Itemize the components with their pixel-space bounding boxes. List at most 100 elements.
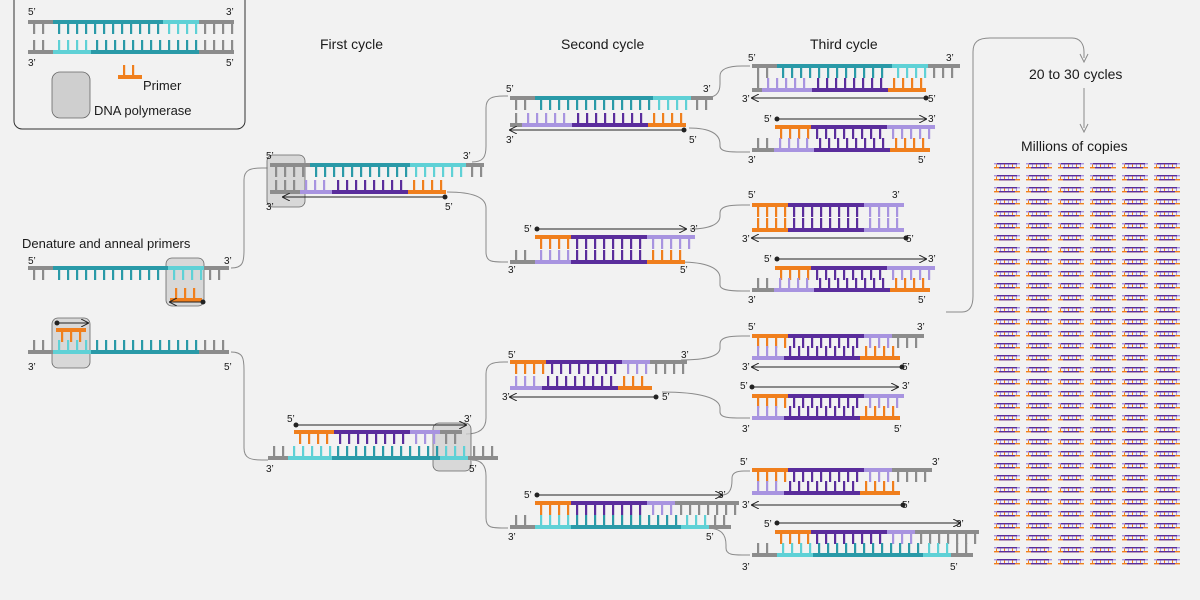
mini-copy-tooth [1080,248,1081,251]
strand-tooth [209,270,212,280]
mini-copy-tooth [1176,224,1177,227]
mini-copy-strand [1029,535,1049,537]
mini-copy [994,295,1020,301]
mini-copy-tooth [1100,440,1101,443]
mini-copy-tooth [1080,320,1081,323]
mini-copy-tooth [1072,368,1073,371]
mini-copy-tooth [1132,344,1133,347]
mini-copy-tooth [1072,440,1073,443]
strand-tooth [852,406,855,416]
mini-copy-strand [1061,535,1081,537]
mini-copy-tooth [1008,440,1009,443]
mini-copy-tooth [1100,212,1101,215]
strand-segment [951,553,973,557]
strand-tooth [640,113,643,123]
strand-tooth [705,100,708,110]
mini-copy-tooth [1144,176,1145,179]
mini-copy-strand [1127,395,1143,397]
mini-copy-tooth [1032,380,1033,383]
mini-copy [1090,403,1116,409]
mini-copy [1154,295,1180,301]
strand-tooth [834,481,837,491]
strand-tooth [121,24,124,34]
flow-connector [230,351,268,461]
mini-copy-strand [1031,407,1047,409]
mini-copy-tooth [1016,368,1017,371]
strand-end-label: 5’ [224,362,232,373]
mini-copy-tooth [1108,548,1109,551]
mini-copy-tooth [1044,344,1045,347]
mini-copy-tooth [996,548,997,551]
mini-copy-strand [1063,515,1079,517]
dna-strand [752,138,930,152]
mini-copy-tooth [1028,308,1029,311]
strand-tooth [132,40,135,50]
strand-tooth [182,270,185,280]
mini-copy-tooth [1104,416,1105,419]
strand-tooth [342,167,345,177]
strand-tooth [725,505,728,515]
mini-copy-strand [1127,383,1143,385]
mini-copy [1122,199,1148,205]
strand-segment [28,50,53,54]
strand-tooth [551,364,554,374]
mini-copy-tooth [1068,368,1069,371]
mini-copy [1058,379,1084,385]
strand-segment [775,266,811,270]
mini-copy-strand [1125,427,1145,429]
strand-segment [618,386,652,390]
mini-copy-tooth [1168,464,1169,467]
mini-copy-strand [1157,247,1177,249]
mini-copy-tooth [1048,560,1049,563]
strand-tooth [76,40,79,50]
mini-copy-strand [999,455,1015,457]
mini-copy-strand [999,179,1015,181]
mini-copy-tooth [1008,368,1009,371]
strand-tooth [820,472,823,482]
strand-end-label: 5’ [950,562,958,573]
strand-segment [784,356,860,360]
mini-copy-tooth [1132,548,1133,551]
strand-tooth [658,100,661,110]
strand-tooth [780,534,783,544]
mini-copy [1122,283,1148,289]
mini-copy-tooth [1008,548,1009,551]
mini-copy-strand [1159,239,1175,241]
mini-copy-tooth [996,308,997,311]
dna-strand [510,113,686,127]
mini-copy-tooth [1072,452,1073,455]
strand-end-label: 3’ [703,84,711,95]
strand-tooth [863,68,866,78]
mini-copy-strand [1095,563,1111,565]
strand-tooth [442,167,445,177]
mini-copy-strand [1061,391,1081,393]
mini-copy-tooth [1048,224,1049,227]
mini-copy-tooth [1160,512,1161,515]
strand-segment [535,96,653,100]
strand-tooth [148,270,151,280]
strand-end-label: 3’ [956,519,964,530]
mini-copy-strand [1125,499,1145,501]
mini-copy-strand [1029,331,1049,333]
strand-tooth [184,288,187,298]
mini-copy [994,547,1020,553]
mini-copy [1026,463,1052,469]
mini-copy-tooth [1012,524,1013,527]
strand-tooth [480,167,483,177]
mini-copy-tooth [1176,560,1177,563]
strand-tooth [908,543,911,553]
mini-copy-tooth [1080,344,1081,347]
mini-copy-strand [999,467,1015,469]
mini-copy-tooth [1028,524,1029,527]
mini-copy-tooth [1016,212,1017,215]
strand-tooth [902,78,905,88]
extension-start-dot [54,320,60,326]
strand-tooth [661,239,664,249]
mini-copy-tooth [1176,524,1177,527]
mini-copy-tooth [1048,200,1049,203]
mini-copy-tooth [1144,416,1145,419]
mini-copy-strand [1157,343,1177,345]
strand-tooth [874,406,877,416]
strand-tooth [789,129,792,139]
strand-tooth [293,167,296,177]
